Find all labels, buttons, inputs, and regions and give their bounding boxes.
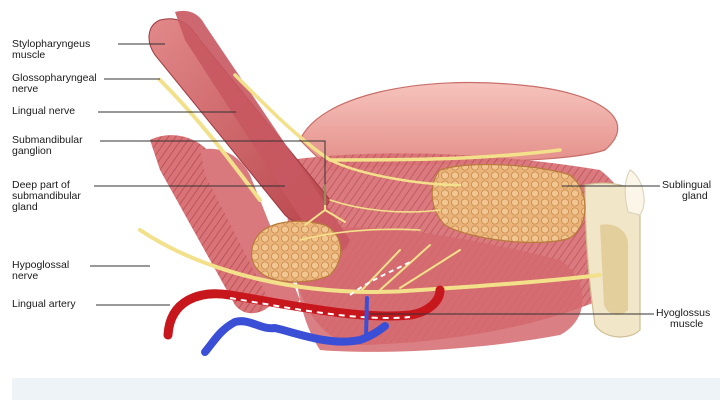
mandible-inner bbox=[600, 224, 628, 314]
label-line: nerve bbox=[12, 84, 97, 95]
tooth bbox=[625, 170, 644, 215]
label-line: nerve bbox=[12, 271, 69, 282]
label-hyoglossus: Hyoglossus muscle bbox=[656, 308, 710, 330]
footer-strip bbox=[12, 378, 720, 400]
annotation-stroke-vertical bbox=[366, 298, 367, 338]
deep-submandibular-gland bbox=[252, 221, 341, 282]
label-line: gland bbox=[662, 191, 711, 202]
label-line: muscle bbox=[656, 319, 710, 330]
label-line: muscle bbox=[12, 50, 90, 61]
label-line: gland bbox=[12, 202, 81, 213]
label-hypoglossal: Hypoglossal nerve bbox=[12, 260, 69, 282]
label-submandibular-ganglion: Submandibular ganglion bbox=[12, 135, 83, 157]
label-lingual-artery: Lingual artery bbox=[12, 299, 76, 310]
label-line: Lingual artery bbox=[12, 299, 76, 310]
label-line: ganglion bbox=[12, 146, 83, 157]
label-stylopharyngeus: Stylopharyngeus muscle bbox=[12, 39, 90, 61]
label-glossopharyngeal: Glossopharyngeal nerve bbox=[12, 73, 97, 95]
label-sublingual: Sublingual gland bbox=[662, 180, 711, 202]
label-line: Lingual nerve bbox=[12, 106, 75, 117]
label-lingual-nerve: Lingual nerve bbox=[12, 106, 75, 117]
label-deep-submandibular: Deep part of submandibular gland bbox=[12, 180, 81, 213]
